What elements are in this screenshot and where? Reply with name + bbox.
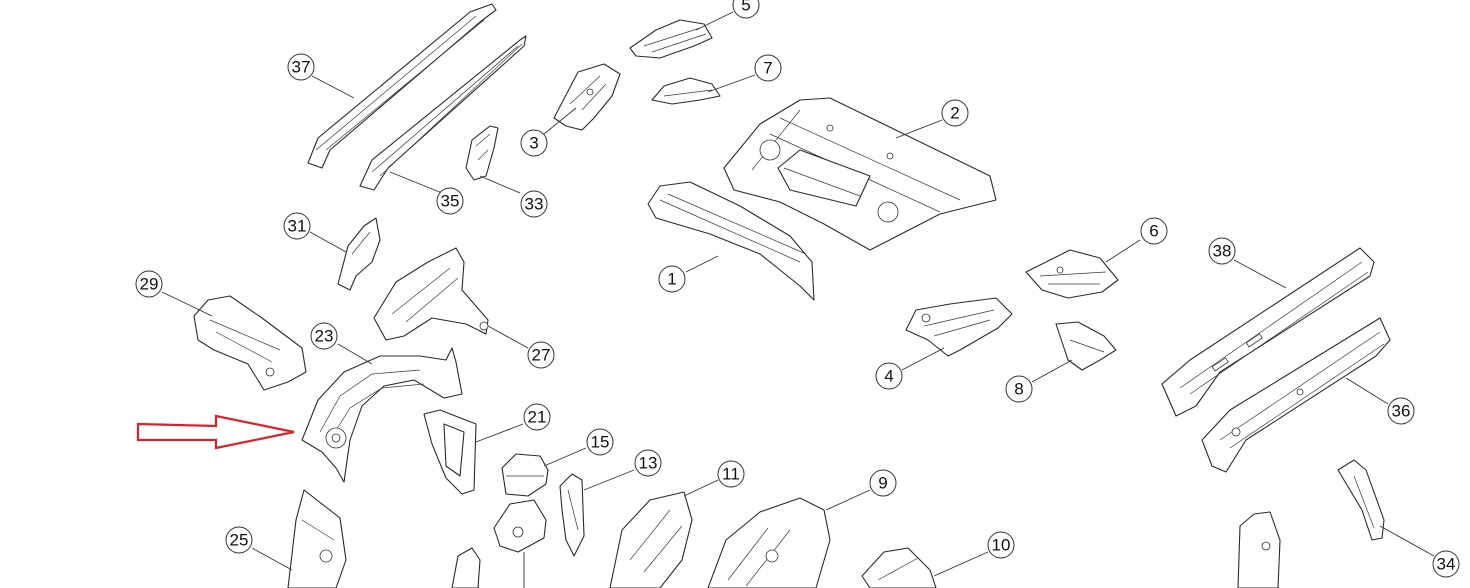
part-33-bracket <box>465 125 499 181</box>
svg-text:8: 8 <box>1014 380 1023 399</box>
callout-34: 34 <box>1432 550 1460 578</box>
callout-37: 37 <box>287 53 315 81</box>
svg-text:1: 1 <box>667 270 676 289</box>
part-6-bracket <box>1025 249 1119 299</box>
svg-text:34: 34 <box>1437 555 1456 574</box>
callout-29: 29 <box>135 270 163 298</box>
callout-4: 4 <box>875 362 903 390</box>
callout-25: 25 <box>225 526 253 554</box>
callout-36: 36 <box>1387 397 1415 425</box>
part-15-block <box>501 453 549 497</box>
svg-text:29: 29 <box>140 275 159 294</box>
parts-layer <box>193 3 1391 588</box>
part-31-pillar <box>337 217 381 291</box>
svg-text:21: 21 <box>528 408 547 427</box>
callout-1: 1 <box>658 265 686 293</box>
part-2-rear-panel <box>723 97 997 251</box>
callout-7: 7 <box>754 54 782 82</box>
callout-21: 21 <box>523 403 551 431</box>
callout-8: 8 <box>1005 375 1033 403</box>
svg-text:7: 7 <box>763 59 772 78</box>
part-27-panel <box>373 247 489 341</box>
part-34-strip <box>1337 459 1385 541</box>
svg-text:6: 6 <box>1149 222 1158 241</box>
callout-33: 33 <box>520 190 548 218</box>
part-5-bracket <box>629 19 713 59</box>
part-bottom-right-piece <box>1237 511 1281 588</box>
callout-23: 23 <box>310 322 338 350</box>
part-37-roof-rail <box>307 3 497 169</box>
part-small-bottom <box>451 547 481 588</box>
svg-text:11: 11 <box>722 465 740 484</box>
callout-13: 13 <box>634 449 662 477</box>
svg-text:35: 35 <box>441 192 460 211</box>
svg-text:2: 2 <box>950 104 959 123</box>
callout-27: 27 <box>527 341 555 369</box>
svg-text:5: 5 <box>741 0 750 15</box>
part-38-sill-outer <box>1161 247 1375 417</box>
svg-text:38: 38 <box>1213 242 1232 261</box>
part-10-bracket <box>861 547 937 588</box>
callout-3: 3 <box>520 129 548 157</box>
callout-9: 9 <box>869 469 897 497</box>
callout-35: 35 <box>436 187 464 215</box>
part-23-wheelhouse <box>301 347 463 483</box>
red-pointer-arrow <box>136 414 295 450</box>
svg-text:15: 15 <box>591 433 610 452</box>
svg-text:4: 4 <box>884 367 893 386</box>
part-3-bracket <box>553 63 621 131</box>
part-36-sill-inner <box>1201 317 1391 473</box>
callout-10: 10 <box>987 531 1015 559</box>
part-25-pillar <box>287 489 347 588</box>
svg-text:10: 10 <box>992 536 1011 555</box>
part-11-pillar <box>609 491 693 588</box>
part-9-pillar-assembly <box>707 497 831 588</box>
callouts: 37 35 33 3 5 7 2 1 31 29 27 23 21 15 13 … <box>135 0 1460 578</box>
callout-38: 38 <box>1208 237 1236 265</box>
callout-15: 15 <box>586 428 614 456</box>
svg-text:27: 27 <box>532 346 551 365</box>
part-21-panel <box>423 409 477 495</box>
part-4-bracket <box>905 297 1013 357</box>
part-bracket-bottom <box>493 499 547 553</box>
svg-text:33: 33 <box>525 195 544 214</box>
part-7-bracket <box>651 77 721 105</box>
svg-text:36: 36 <box>1392 402 1411 421</box>
svg-text:37: 37 <box>292 58 311 77</box>
svg-text:25: 25 <box>230 531 249 550</box>
svg-text:23: 23 <box>315 327 334 346</box>
callout-5: 5 <box>732 0 760 19</box>
callout-11: 11 <box>717 460 745 488</box>
callout-2: 2 <box>941 99 969 127</box>
svg-text:9: 9 <box>878 474 887 493</box>
callout-6: 6 <box>1140 217 1168 245</box>
svg-text:13: 13 <box>639 454 658 473</box>
part-1-cross-member <box>647 181 815 301</box>
leader-lines <box>161 11 1435 588</box>
part-8-bracket <box>1055 321 1117 371</box>
part-29-bracket <box>193 295 307 391</box>
part-35-roof-rail-inner <box>359 35 527 191</box>
callout-31: 31 <box>283 212 311 240</box>
svg-text:31: 31 <box>288 217 307 236</box>
part-13-strip <box>559 473 585 557</box>
svg-text:3: 3 <box>529 134 538 153</box>
